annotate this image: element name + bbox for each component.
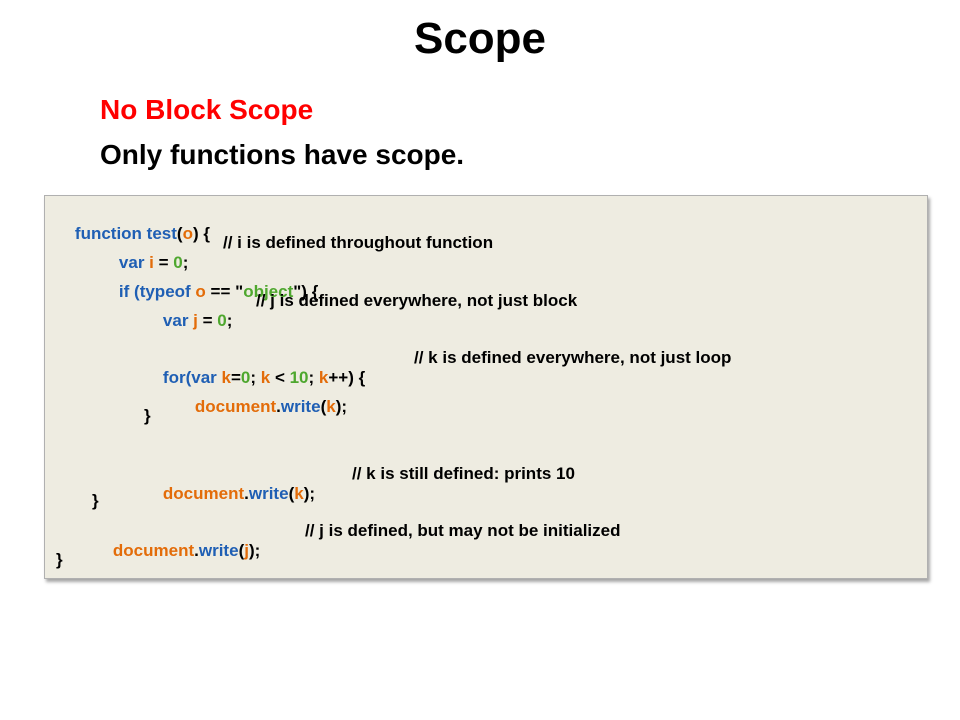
code-line-11: } bbox=[56, 550, 63, 569]
code-token: o bbox=[195, 282, 206, 301]
slide-title: Scope bbox=[413, 14, 547, 63]
code-token: = bbox=[197, 311, 218, 330]
code-token: . bbox=[244, 484, 249, 503]
code-line-6: document.write(k); bbox=[176, 377, 347, 437]
code-comment-10: // j is defined, but may not be initiali… bbox=[305, 521, 621, 540]
code-token: write bbox=[280, 397, 321, 416]
code-token: typeof bbox=[139, 282, 196, 301]
code-line-7: } bbox=[144, 406, 151, 425]
code-comment-5: // k is defined everywhere, not just loo… bbox=[414, 348, 732, 367]
code-token: . bbox=[194, 541, 199, 560]
code-token: test bbox=[146, 224, 177, 243]
code-token: write bbox=[198, 541, 239, 560]
code-line-9: } bbox=[92, 491, 99, 510]
code-token: = bbox=[230, 368, 241, 387]
code-token: i bbox=[149, 253, 154, 272]
code-token: var bbox=[162, 311, 194, 330]
code-token: for( bbox=[162, 368, 192, 387]
code-token: ); bbox=[248, 541, 261, 560]
code-token: 10 bbox=[289, 368, 309, 387]
code-token: = bbox=[153, 253, 174, 272]
code-comment-4: // j is defined everywhere, not just blo… bbox=[256, 291, 578, 310]
code-token: ") { bbox=[293, 282, 319, 301]
subtitle-only-functions: Only functions have scope. bbox=[100, 139, 465, 170]
code-token: < bbox=[270, 368, 290, 387]
code-token: ); bbox=[335, 397, 348, 416]
code-token: 0 bbox=[240, 368, 251, 387]
code-token: j bbox=[193, 311, 198, 330]
code-token: . bbox=[276, 397, 281, 416]
code-line-8: document.write(k); bbox=[144, 464, 315, 524]
code-token: k bbox=[318, 368, 329, 387]
code-token: k bbox=[221, 368, 231, 387]
code-line-10: document.write(j); bbox=[94, 521, 260, 581]
code-line-3: if (typeof o == "object") { bbox=[100, 262, 318, 322]
code-token: ; bbox=[308, 368, 319, 387]
code-token: ); bbox=[303, 484, 316, 503]
code-token: object bbox=[243, 282, 294, 301]
code-token: == " bbox=[205, 282, 244, 301]
code-line-5: for(var k=0; k < 10; k++) { bbox=[144, 348, 365, 408]
subtitle-no-block-scope: No Block Scope bbox=[100, 94, 314, 125]
code-token: 0 bbox=[217, 311, 227, 330]
code-token: ; bbox=[182, 253, 189, 272]
code-line-2: var i = 0; bbox=[100, 233, 189, 293]
code-token: k bbox=[260, 368, 271, 387]
code-token: document bbox=[162, 484, 245, 503]
code-token: k bbox=[326, 397, 336, 416]
code-token: var bbox=[118, 253, 150, 272]
code-token: 0 bbox=[173, 253, 183, 272]
code-token: ) { bbox=[192, 224, 210, 243]
code-token: ( bbox=[288, 484, 295, 503]
code-token: function bbox=[74, 224, 147, 243]
code-token: o bbox=[182, 224, 193, 243]
code-token: ++) { bbox=[328, 368, 366, 387]
code-token: ( bbox=[238, 541, 245, 560]
code-line-1: function test(o) { bbox=[56, 204, 210, 264]
code-line-4: var j = 0; bbox=[144, 291, 233, 351]
code-token: k bbox=[294, 484, 304, 503]
code-token: ; bbox=[250, 368, 261, 387]
code-token: var bbox=[191, 368, 222, 387]
code-token: document bbox=[112, 541, 195, 560]
code-comment-8: // k is still defined: prints 10 bbox=[352, 464, 575, 483]
code-token: write bbox=[248, 484, 289, 503]
code-token: j bbox=[244, 541, 249, 560]
code-token: document bbox=[194, 397, 277, 416]
code-comment-2: // i is defined throughout function bbox=[223, 233, 494, 252]
code-block: function test(o) { var i = 0; // i is de… bbox=[44, 195, 928, 579]
code-token: ; bbox=[226, 311, 233, 330]
code-token: ( bbox=[176, 224, 183, 243]
code-token: if ( bbox=[118, 282, 140, 301]
code-token: ( bbox=[320, 397, 327, 416]
